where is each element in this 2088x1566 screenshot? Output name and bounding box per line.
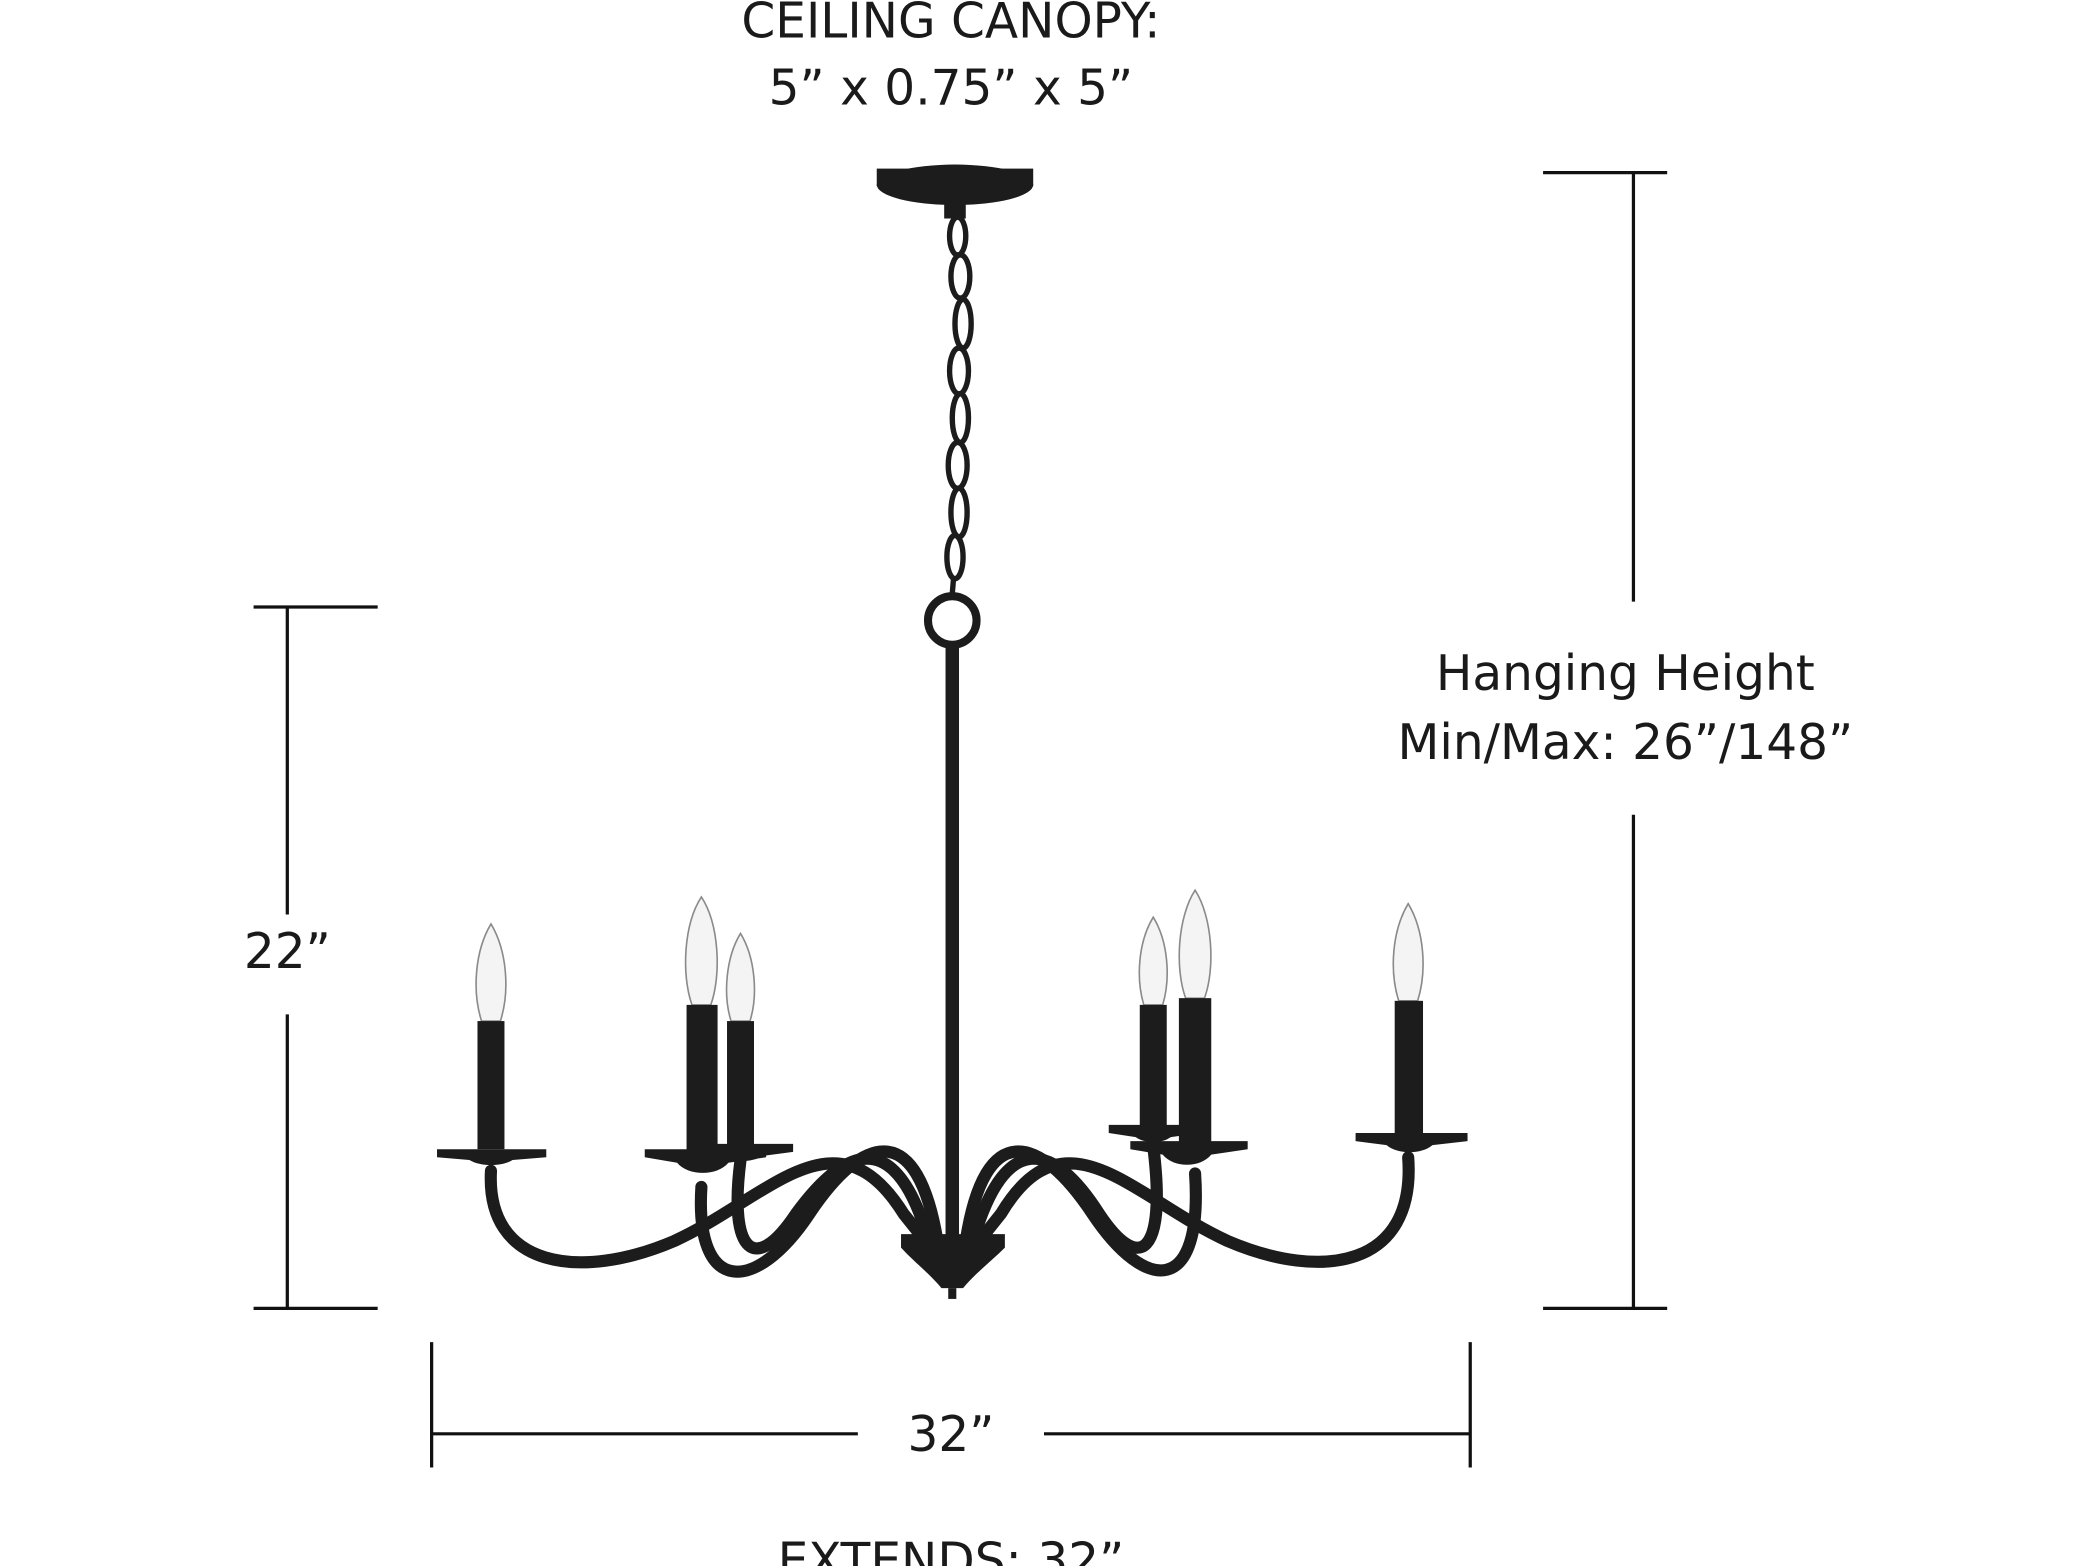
hanging-height-label: Hanging Height xyxy=(1436,646,1815,702)
width-dimension-line xyxy=(430,1342,1472,1468)
candle xyxy=(437,922,547,1166)
chain xyxy=(944,214,974,594)
canopy-size: 5” x 0.75” x 5” xyxy=(769,61,1134,117)
hanging-height-minmax: Min/Max: 26”/148” xyxy=(1397,715,1853,771)
height-dimension-label: 22” xyxy=(244,924,331,980)
candle xyxy=(644,895,767,1173)
height-dimension-line xyxy=(253,605,378,1310)
width-dimension-label: 32” xyxy=(907,1407,994,1463)
candle xyxy=(1130,888,1248,1165)
center-rod xyxy=(945,644,960,1239)
hanging-ring xyxy=(923,592,981,649)
candle xyxy=(1108,915,1201,1143)
extends-label: EXTENDS: 32” xyxy=(778,1534,1125,1566)
canopy-title: CEILING CANOPY: xyxy=(741,0,1160,49)
chandelier-illustration xyxy=(437,164,1468,1299)
hanging-height-dimension-line xyxy=(1543,171,1668,1310)
candle xyxy=(1355,902,1468,1153)
center-hub xyxy=(901,1234,1005,1289)
